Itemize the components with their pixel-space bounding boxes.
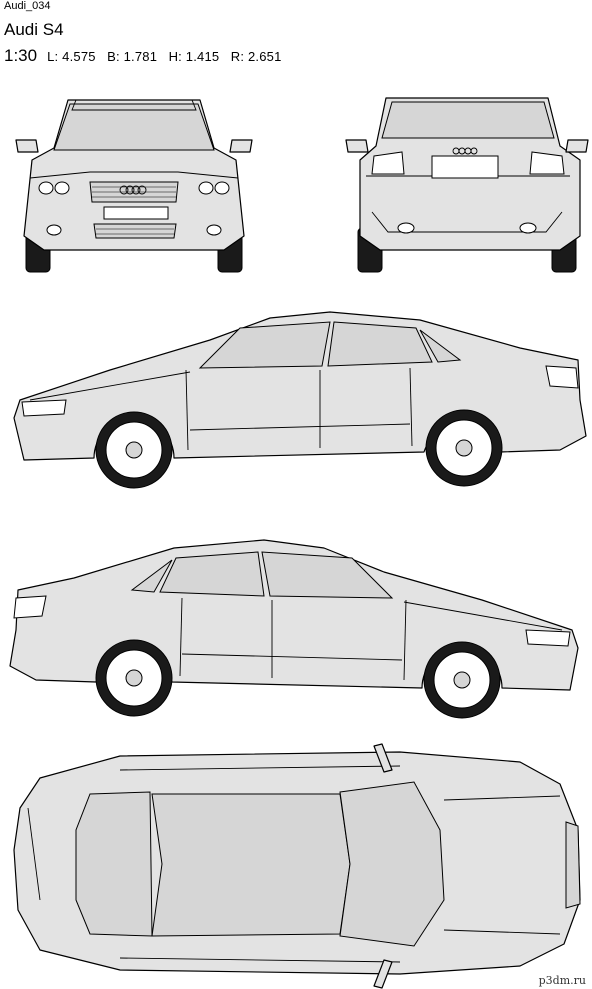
tail-light-right bbox=[529, 151, 565, 175]
top-mirror-upper bbox=[373, 743, 393, 773]
exhaust-left bbox=[397, 222, 415, 234]
top-mirror-lower bbox=[373, 959, 393, 989]
blueprint-code: Audi_034 bbox=[4, 0, 51, 12]
side2-headlight bbox=[525, 629, 571, 647]
side1-rear-window bbox=[327, 321, 433, 367]
side2-front-window bbox=[261, 551, 394, 599]
side2-tail-light bbox=[13, 595, 47, 619]
side1-front-window bbox=[198, 321, 331, 369]
front-right-mirror bbox=[229, 139, 253, 153]
watermark: p3dm.ru bbox=[538, 974, 586, 987]
headlight-left-inner bbox=[54, 181, 70, 195]
model-name: Audi S4 bbox=[4, 20, 64, 39]
dimensions-label: L: 4.575 B: 1.781 H: 1.415 R: 2.651 bbox=[47, 49, 282, 64]
front-view bbox=[15, 99, 253, 273]
side1-quarter-window bbox=[419, 329, 462, 363]
front-left-mirror bbox=[15, 139, 39, 153]
top-view bbox=[13, 743, 581, 989]
headlight-right-inner bbox=[198, 181, 214, 195]
side-view-right bbox=[9, 539, 579, 719]
rear-license-plate bbox=[431, 155, 499, 179]
side-view-left bbox=[13, 311, 587, 489]
fog-light-left bbox=[46, 224, 62, 236]
headlight-right-outer bbox=[214, 181, 230, 195]
top-roof bbox=[151, 793, 351, 937]
side1-tail-light bbox=[545, 365, 579, 389]
top-grille bbox=[565, 821, 581, 909]
tail-light-left bbox=[371, 151, 405, 175]
scale-dimensions-row: 1:30 L: 4.575 B: 1.781 H: 1.415 R: 2.651 bbox=[4, 46, 282, 66]
headlight-left-outer bbox=[38, 181, 54, 195]
side2-rear-window bbox=[159, 551, 265, 597]
front-windshield bbox=[53, 103, 215, 151]
rear-view bbox=[345, 97, 589, 273]
side2-quarter-window bbox=[130, 559, 173, 593]
scale-label: 1:30 bbox=[4, 46, 38, 65]
front-lower-intake bbox=[93, 223, 177, 239]
rear-window bbox=[381, 101, 555, 139]
top-windshield bbox=[339, 781, 445, 947]
rear-right-mirror bbox=[565, 139, 589, 153]
side1-headlight bbox=[21, 399, 67, 417]
rear-left-mirror bbox=[345, 139, 369, 153]
exhaust-right bbox=[519, 222, 537, 234]
fog-light-right bbox=[206, 224, 222, 236]
top-rear-window bbox=[75, 791, 153, 937]
front-license-plate bbox=[103, 206, 169, 220]
